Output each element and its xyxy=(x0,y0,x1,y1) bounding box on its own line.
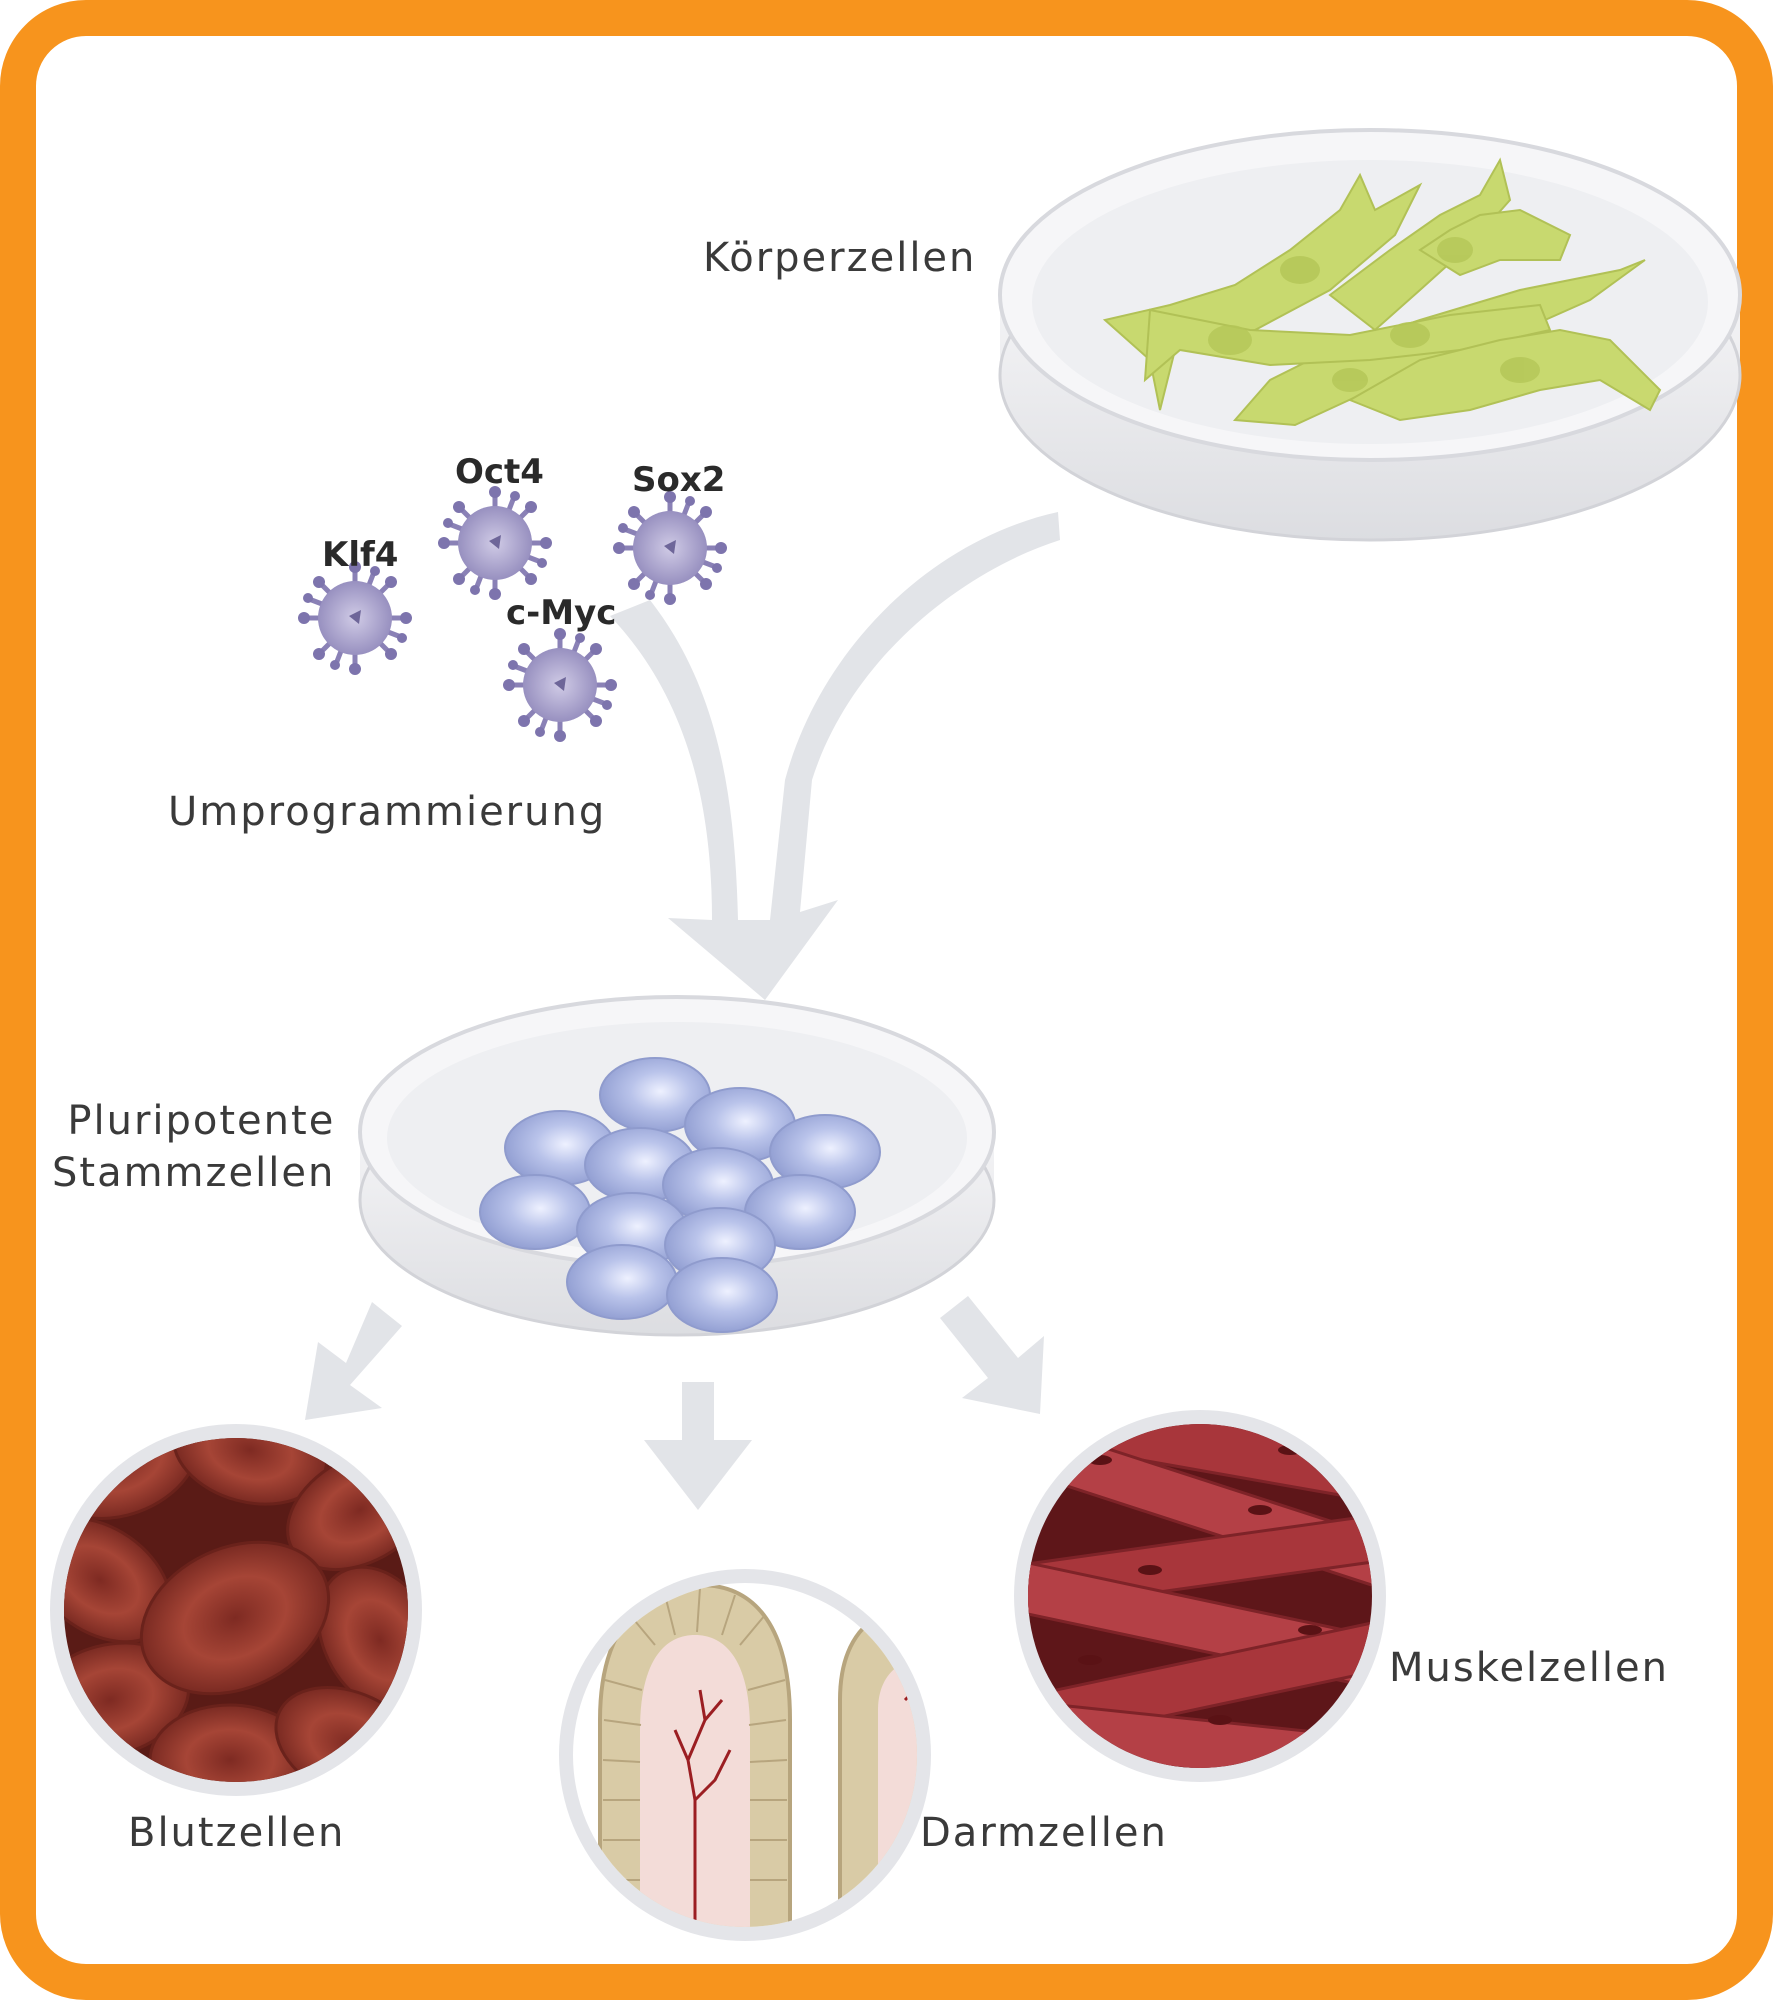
reprogramming-arrow xyxy=(610,512,1060,1000)
intestinal-cells-circle xyxy=(559,1569,931,1941)
label-blood-cells: Blutzellen xyxy=(128,1810,346,1856)
somatic-cell-dish xyxy=(998,128,1742,542)
virus-oct4 xyxy=(438,486,552,600)
factor-label-oct4: Oct4 xyxy=(455,452,544,492)
stem-cell-dish xyxy=(358,995,996,1337)
arrow-to-muscle xyxy=(940,1296,1044,1414)
label-intestinal-cells: Darmzellen xyxy=(920,1810,1168,1856)
blood-cells-circle xyxy=(50,1424,422,1796)
virus-cmyc xyxy=(503,628,617,742)
label-reprogramming: Umprogrammierung xyxy=(168,789,607,835)
arrow-to-intestine xyxy=(644,1382,752,1510)
virus-sox2 xyxy=(613,491,727,605)
virus-klf4 xyxy=(298,561,412,675)
factor-label-klf4: Klf4 xyxy=(322,535,399,575)
label-pluripotent-line1: Pluripotente xyxy=(67,1098,336,1144)
factor-label-sox2: Sox2 xyxy=(632,460,726,500)
label-pluripotent-line2: Stammzellen xyxy=(52,1150,336,1196)
arrow-to-blood xyxy=(305,1302,402,1420)
factor-label-cmyc: c-Myc xyxy=(506,593,617,633)
label-somatic-cells: Körperzellen xyxy=(703,235,977,281)
label-pluripotent-stem-cells: Pluripotente Stammzellen xyxy=(52,1095,335,1199)
label-muscle-cells: Muskelzellen xyxy=(1389,1645,1669,1691)
muscle-cells-circle xyxy=(1014,1410,1386,1782)
